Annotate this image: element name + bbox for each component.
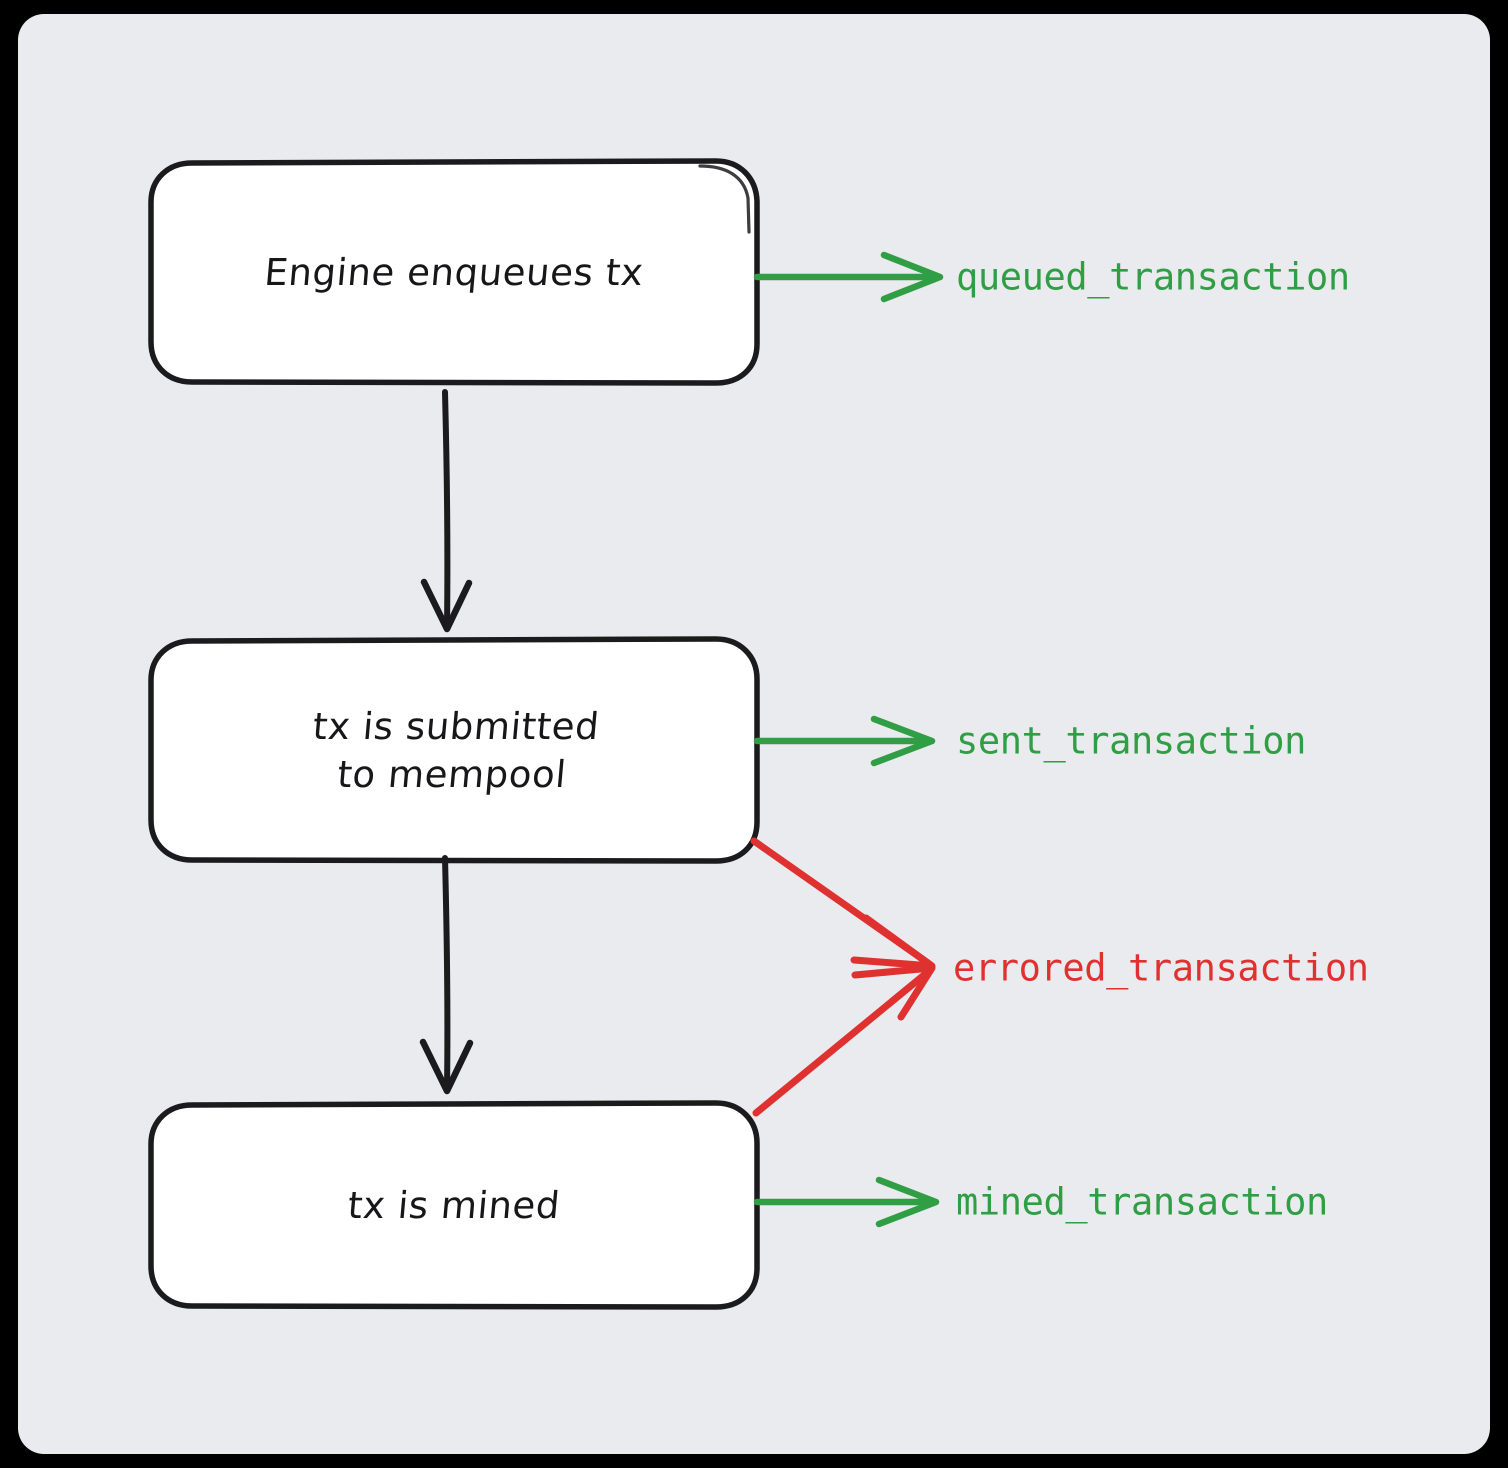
event-label-mined-transaction: mined_transaction	[956, 1180, 1328, 1224]
event-label-sent-transaction: sent_transaction	[956, 719, 1307, 763]
event-arrow-sent	[753, 715, 936, 767]
node-submitted-shape[interactable]	[148, 636, 760, 864]
node-mined-shape[interactable]	[148, 1100, 760, 1310]
event-label-queued-transaction: queued_transaction	[956, 255, 1350, 299]
event-label-errored-transaction: errored_transaction	[953, 946, 1369, 990]
node-enqueued-shape[interactable]	[148, 158, 760, 386]
flow-arrow-submitted-to-mined	[419, 855, 474, 1095]
flow-arrow-enqueued-to-submitted	[420, 389, 473, 633]
event-arrow-errored-from-submitted	[750, 837, 936, 970]
event-arrow-mined	[753, 1176, 940, 1228]
event-arrow-errored-from-mined	[752, 964, 936, 1117]
event-arrow-queued	[753, 251, 944, 303]
